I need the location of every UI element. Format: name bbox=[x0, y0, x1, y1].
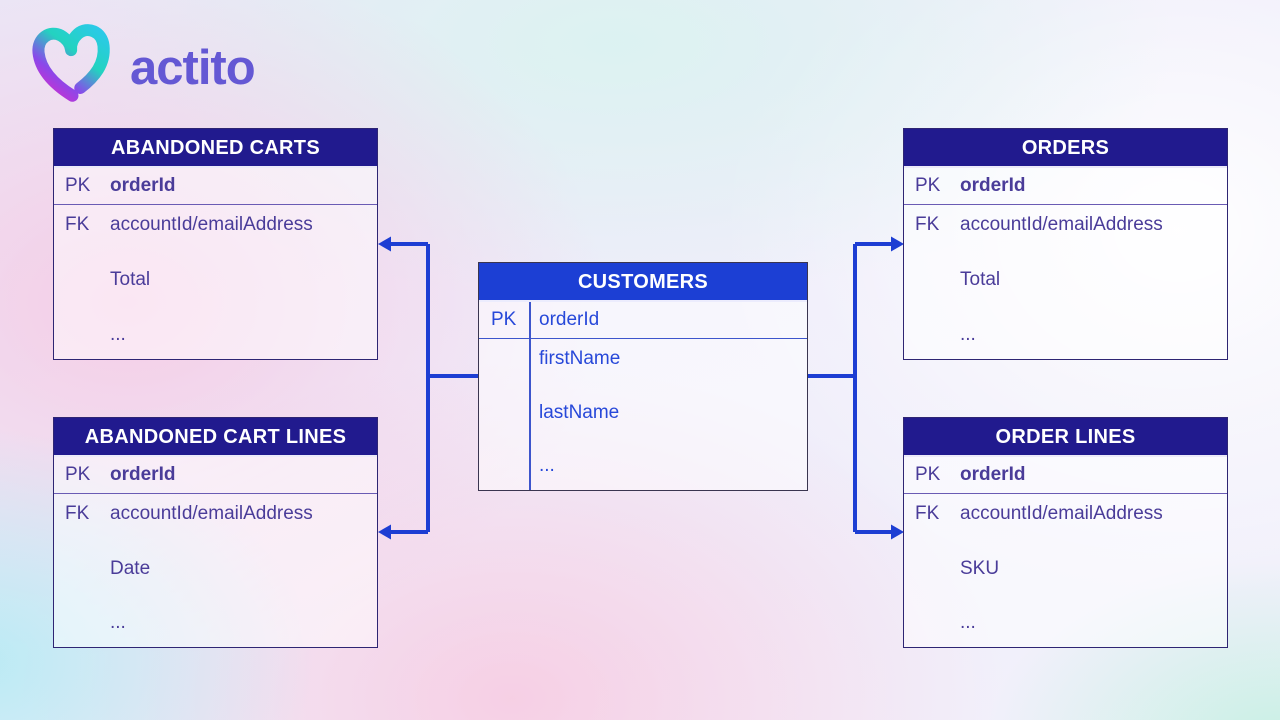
field-ellipsis: ... bbox=[110, 324, 126, 345]
arrowhead-to-orders bbox=[891, 236, 904, 252]
field-row: lastName bbox=[479, 402, 807, 424]
table-title: ORDERS bbox=[904, 129, 1227, 168]
field-ellipsis: ... bbox=[110, 612, 126, 633]
field-row: Date bbox=[54, 558, 377, 580]
pk-row: PK orderId bbox=[904, 457, 1227, 494]
pk-label: PK bbox=[915, 175, 941, 196]
actito-logo: actito bbox=[28, 18, 256, 104]
pk-row: PK orderId bbox=[54, 168, 377, 205]
field-name: lastName bbox=[539, 401, 620, 423]
field-name: accountId/emailAddress bbox=[960, 214, 1163, 235]
field-row: FK accountId/emailAddress bbox=[904, 214, 1227, 236]
pk-row: PK orderId bbox=[54, 457, 377, 494]
key-column-divider bbox=[529, 302, 531, 490]
field-name: accountId/emailAddress bbox=[110, 214, 313, 235]
table-title: CUSTOMERS bbox=[479, 263, 807, 302]
table-body: firstName lastName ... bbox=[479, 339, 807, 490]
field-row: SKU bbox=[904, 558, 1227, 580]
connector-left bbox=[390, 242, 478, 534]
field-row: ... bbox=[54, 324, 377, 346]
table-body: FK accountId/emailAddress SKU ... bbox=[904, 494, 1227, 647]
pk-row: PK orderId bbox=[904, 168, 1227, 205]
pk-label: PK bbox=[65, 464, 91, 485]
field-row: ... bbox=[479, 455, 807, 477]
pk-row: PK orderId bbox=[479, 302, 807, 339]
pk-field: orderId bbox=[960, 464, 1026, 485]
fk-label: FK bbox=[915, 503, 940, 524]
fk-label: FK bbox=[65, 214, 90, 235]
fk-label: FK bbox=[65, 503, 90, 524]
field-row: ... bbox=[904, 612, 1227, 634]
table-body: FK accountId/emailAddress Total ... bbox=[54, 205, 377, 359]
pk-label: PK bbox=[65, 175, 91, 196]
fk-label: FK bbox=[915, 214, 940, 235]
pk-field: orderId bbox=[110, 464, 176, 485]
table-body: FK accountId/emailAddress Date ... bbox=[54, 494, 377, 647]
table-title: ABANDONED CART LINES bbox=[54, 418, 377, 457]
table-order-lines: ORDER LINES PK orderId FK accountId/emai… bbox=[903, 417, 1228, 648]
field-row: ... bbox=[54, 612, 377, 634]
pk-field: orderId bbox=[960, 175, 1026, 196]
pk-label: PK bbox=[915, 464, 941, 485]
field-name: Total bbox=[110, 269, 151, 290]
field-ellipsis: ... bbox=[539, 455, 555, 476]
field-name: accountId/emailAddress bbox=[960, 503, 1163, 524]
field-row: Total bbox=[54, 269, 377, 291]
arrowhead-to-abandoned-cart-lines bbox=[378, 524, 391, 540]
field-name: Total bbox=[960, 269, 1001, 290]
table-orders: ORDERS PK orderId FK accountId/emailAddr… bbox=[903, 128, 1228, 360]
field-row: FK accountId/emailAddress bbox=[54, 503, 377, 525]
table-abandoned-cart-lines: ABANDONED CART LINES PK orderId FK accou… bbox=[53, 417, 378, 648]
field-ellipsis: ... bbox=[960, 324, 976, 345]
pk-label: PK bbox=[491, 309, 517, 330]
field-name: firstName bbox=[539, 348, 621, 369]
arrowhead-to-abandoned-carts bbox=[378, 236, 391, 252]
field-row: firstName bbox=[479, 348, 807, 370]
field-name: accountId/emailAddress bbox=[110, 503, 313, 524]
table-customers: CUSTOMERS PK orderId firstName lastName … bbox=[478, 262, 808, 491]
field-name: SKU bbox=[960, 557, 1000, 579]
arrowhead-to-order-lines bbox=[891, 524, 904, 540]
table-body: FK accountId/emailAddress Total ... bbox=[904, 205, 1227, 359]
pk-field: orderId bbox=[539, 309, 600, 330]
table-abandoned-carts: ABANDONED CARTS PK orderId FK accountId/… bbox=[53, 128, 378, 360]
field-row: ... bbox=[904, 324, 1227, 346]
field-row: Total bbox=[904, 269, 1227, 291]
field-name: Date bbox=[110, 557, 151, 579]
pk-field: orderId bbox=[110, 175, 176, 196]
brand-name: actito bbox=[130, 40, 256, 95]
table-title: ABANDONED CARTS bbox=[54, 129, 377, 168]
field-row: FK accountId/emailAddress bbox=[54, 214, 377, 236]
connector-right bbox=[808, 242, 892, 534]
field-ellipsis: ... bbox=[960, 612, 976, 633]
field-row: FK accountId/emailAddress bbox=[904, 503, 1227, 525]
table-title: ORDER LINES bbox=[904, 418, 1227, 457]
heart-ribbon-icon bbox=[32, 24, 110, 102]
